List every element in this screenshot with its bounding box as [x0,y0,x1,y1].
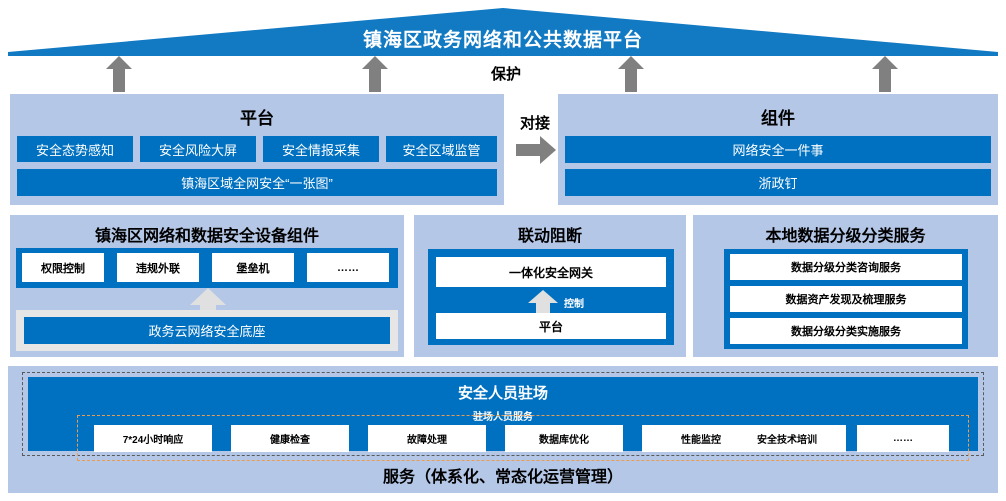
roof-title: 镇海区政务网络和公共数据平台 [362,30,643,51]
service-dashed-border [22,372,984,456]
service-panel: 安全人员驻场 驻场人员服务 7*24小时响应 健康检查 故障处理 数据库优化 性… [8,366,998,493]
classify-item-2[interactable]: 数据分级分类实施服务 [730,318,962,344]
platform-module-label: 安全态势感知 [35,142,114,158]
device-chip-2[interactable]: 堡垒机 [212,253,294,282]
platform-module-label: 安全区域监管 [402,142,481,158]
device-base-bar[interactable]: 政务云网络安全底座 [24,317,390,344]
service-chip-2[interactable]: 故障处理 [368,425,486,452]
up-arrow-icon [872,56,898,92]
classify-item-label: 数据资产发现及梳理服务 [785,294,907,306]
device-chip-0[interactable]: 权限控制 [22,253,104,282]
classify-item-label: 数据分级分类实施服务 [791,326,901,338]
staff-onsite-subtitle: 驻场人员服务 [473,412,533,423]
up-arrow-icon [618,56,644,92]
service-chip-5[interactable]: 安全技术培训 [728,425,846,452]
service-chip-label: …… [893,433,913,444]
linkage-bottom-box[interactable]: 平台 [436,313,666,339]
staff-onsite-block: 安全人员驻场 驻场人员服务 7*24小时响应 健康检查 故障处理 数据库优化 性… [28,377,978,461]
platform-module-label: 安全风险大屏 [158,142,237,158]
roof-banner: 镇海区政务网络和公共数据平台 [8,8,998,56]
up-arrow-icon [190,288,226,320]
platform-footer-bar[interactable]: 镇海区域全网安全“一张图” [17,169,497,196]
roof-shape-icon [8,8,998,56]
service-chip-3[interactable]: 数据库优化 [505,425,623,452]
service-footer-label: 服务（体系化、常态化运营管理） [382,469,623,486]
service-chip-6[interactable]: …… [857,425,949,452]
device-panel-title: 镇海区网络和数据安全设备组件 [94,228,319,245]
component-item-1[interactable]: 浙政钉 [565,169,991,196]
device-chip-label: 堡垒机 [236,262,270,275]
platform-module-0[interactable]: 安全态势感知 [17,136,133,162]
device-base-label: 政务云网络安全底座 [148,324,266,339]
staff-onsite-title: 安全人员驻场 [457,385,548,402]
service-chip-1[interactable]: 健康检查 [231,425,349,452]
platform-module-3[interactable]: 安全区域监管 [386,136,497,162]
component-item-0[interactable]: 网络安全一件事 [565,136,991,163]
device-chip-label: 权限控制 [41,262,85,275]
device-chip-3[interactable]: …… [307,253,389,282]
platform-panel-title: 平台 [240,109,274,128]
service-chip-label: 健康检查 [270,435,310,446]
protect-label: 保护 [490,66,521,83]
linkage-bottom-label: 平台 [538,319,563,334]
service-chip-label: 性能监控 [681,435,721,446]
linkage-arrow-label: 控制 [564,299,584,310]
classify-item-label: 数据分级分类咨询服务 [791,262,901,274]
connect-label: 对接 [519,115,550,132]
service-chip-label: 数据库优化 [539,435,589,446]
linkage-panel: 联动阻断 一体化安全网关 控制 平台 [414,215,686,357]
up-arrow-icon [362,56,388,92]
service-chip-label: 安全技术培训 [757,435,817,446]
platform-module-1[interactable]: 安全风险大屏 [140,136,256,162]
platform-module-2[interactable]: 安全情报采集 [263,136,379,162]
component-panel-title: 组件 [761,109,795,128]
device-panel: 镇海区网络和数据安全设备组件 权限控制 违规外联 堡垒机 …… 政务云网络安全底… [10,215,404,357]
classify-item-0[interactable]: 数据分级分类咨询服务 [730,254,962,280]
classify-item-1[interactable]: 数据资产发现及梳理服务 [730,286,962,312]
up-arrow-icon [106,56,132,92]
classify-panel-title: 本地数据分级分类服务 [765,228,926,245]
right-arrow-icon [516,136,556,164]
component-item-label: 网络安全一件事 [732,143,824,158]
device-chip-1[interactable]: 违规外联 [117,253,199,282]
component-panel: 组件 网络安全一件事 浙政钉 [558,94,998,205]
up-arrow-icon [528,290,558,314]
linkage-top-label: 一体化安全网关 [508,265,593,280]
service-chip-0[interactable]: 7*24小时响应 [94,425,212,452]
classify-panel: 本地数据分级分类服务 数据分级分类咨询服务 数据资产发现及梳理服务 数据分级分类… [693,215,998,357]
device-chip-label: …… [337,261,359,274]
staff-chips-border [77,415,969,461]
platform-module-label: 安全情报采集 [281,142,360,158]
platform-panel: 平台 安全态势感知 安全风险大屏 安全情报采集 安全区域监管 镇海区域全网安全“… [10,94,504,205]
device-chip-label: 违规外联 [136,262,180,275]
linkage-top-box[interactable]: 一体化安全网关 [436,257,666,287]
component-item-label: 浙政钉 [758,176,798,191]
service-chip-label: 7*24小时响应 [122,435,184,446]
service-chip-label: 故障处理 [407,435,447,446]
platform-footer-label: 镇海区域全网安全“一张图” [181,176,333,191]
linkage-panel-title: 联动阻断 [517,228,582,245]
